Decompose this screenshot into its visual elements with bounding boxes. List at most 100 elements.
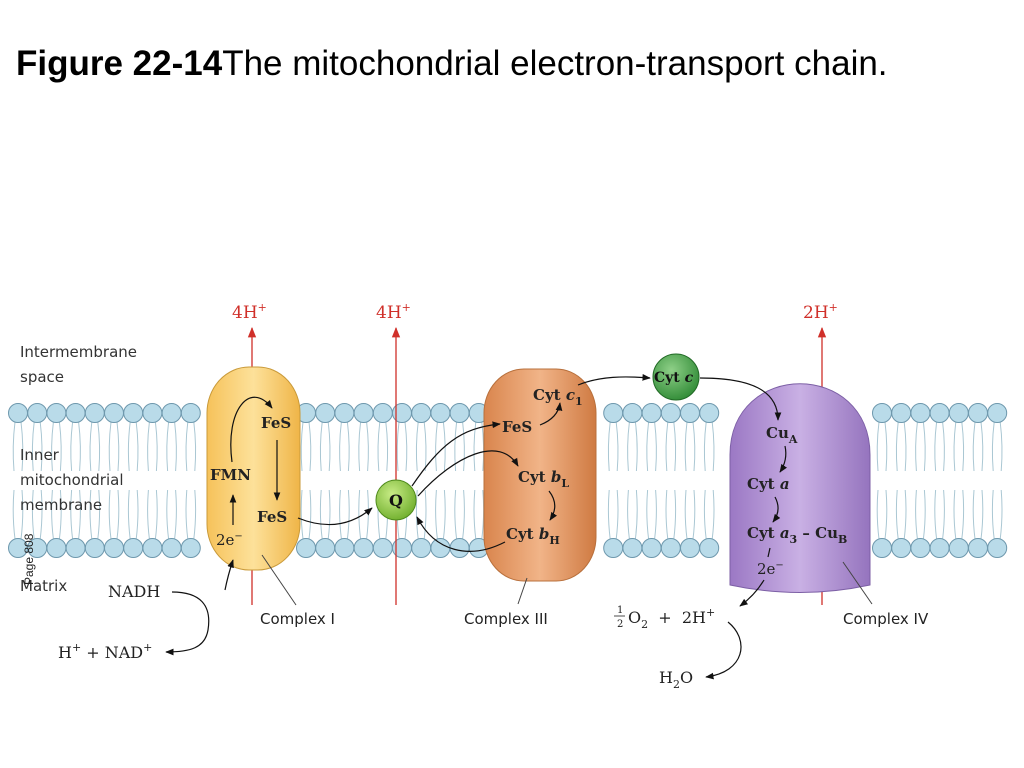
- lipid-tail: [934, 421, 938, 472]
- arrow-2e-to-oxygen: [739, 579, 765, 607]
- complex-i-label: Complex I: [260, 610, 335, 628]
- complex-iii-body: [483, 368, 597, 582]
- proton-label-q-cycle: 4H+: [376, 301, 411, 323]
- lipid-tail: [174, 489, 177, 540]
- arrow-fmn-to-fes-top: [230, 396, 273, 463]
- inner-membrane-label: Inner mitochondrial membrane: [20, 443, 124, 518]
- half-denominator: 2: [617, 619, 623, 630]
- lipid-head: [449, 403, 470, 423]
- lipid-tail: [135, 421, 139, 472]
- lipid-tail: [147, 489, 150, 540]
- lipid-tail: [895, 421, 899, 472]
- lipid-tail: [346, 421, 350, 472]
- lipid-tail: [97, 421, 101, 472]
- lipid-tail: [922, 421, 926, 472]
- lipid-tail: [634, 489, 638, 540]
- lipid-tail: [20, 421, 24, 472]
- lipid-tail: [89, 421, 93, 472]
- lipid-tail: [58, 421, 62, 472]
- lipid-head: [699, 538, 720, 558]
- cyt-c-label: Cyt c: [654, 370, 694, 386]
- lipid-head: [430, 403, 451, 423]
- lipid-tail: [646, 489, 650, 540]
- lipid-tail: [108, 421, 112, 472]
- lipid-head: [65, 538, 86, 558]
- lipid-tail: [300, 421, 304, 472]
- lipid-tail: [692, 421, 696, 472]
- lipid-tail: [135, 489, 139, 540]
- lipid-tail: [127, 421, 131, 472]
- lipid-tail: [703, 421, 707, 472]
- lipid-tail: [462, 489, 465, 540]
- lipid-head: [372, 538, 393, 558]
- lipid-tail: [703, 489, 707, 540]
- lipid-tail: [462, 421, 465, 472]
- lipid-tail: [127, 489, 131, 540]
- lipid-head: [968, 538, 988, 558]
- lipid-head: [123, 403, 144, 423]
- lipid-tail: [442, 489, 446, 540]
- lipid-head: [411, 538, 432, 558]
- callout-complex-iv: [842, 561, 873, 605]
- lipid-tail: [116, 421, 120, 472]
- cyt-c1-label: Cyt c1: [533, 386, 583, 408]
- lipid-tail: [665, 421, 669, 472]
- lipid-tail: [174, 421, 177, 472]
- lipid-tail: [481, 489, 485, 540]
- water-label: H2O: [659, 668, 693, 691]
- lipid-tail: [942, 421, 945, 472]
- lipid-tail: [385, 421, 389, 472]
- lipid-head: [27, 403, 48, 423]
- complex-i-fes-bottom: FeS: [257, 508, 287, 526]
- lipid-head: [891, 403, 912, 423]
- callout-complex-i: [261, 554, 297, 606]
- lipid-head: [104, 403, 124, 423]
- lipid-head: [334, 403, 355, 423]
- lipid-head: [872, 538, 892, 558]
- lipid-tail: [415, 489, 419, 540]
- lipid-tail: [607, 489, 611, 540]
- complex-i-fmn: FMN: [210, 466, 251, 484]
- lipid-tail: [673, 489, 677, 540]
- lipid-head: [660, 403, 681, 423]
- lipid-tail: [404, 421, 408, 472]
- lipid-tail: [415, 421, 419, 472]
- lipid-tail: [51, 489, 54, 540]
- lipid-head: [872, 403, 892, 423]
- lipid-tail: [366, 421, 369, 472]
- lipid-tail: [972, 489, 976, 540]
- lipid-tail: [185, 489, 189, 540]
- lipid-tail: [423, 489, 427, 540]
- oxygen-reaction: 1 2 O2 + 2H+: [614, 605, 715, 631]
- lipid-tail: [646, 421, 650, 472]
- arrow-cyt-bl-to-cyt-bh: [548, 490, 557, 521]
- lipid-tail: [934, 489, 938, 540]
- lipid-tail: [665, 489, 669, 540]
- lipid-tail: [942, 489, 945, 540]
- lipid-tail: [980, 489, 984, 540]
- lipid-tail: [193, 421, 197, 472]
- lipid-head: [968, 403, 988, 423]
- lipid-tail: [454, 421, 458, 472]
- lipid-tail: [319, 489, 323, 540]
- lipid-tail: [999, 489, 1003, 540]
- lipid-tail: [396, 421, 400, 472]
- lipid-tail: [627, 489, 630, 540]
- lipid-head: [353, 403, 374, 423]
- oxygen-plus-protons: O2 + 2H+: [628, 606, 715, 631]
- lipid-head: [641, 538, 662, 558]
- region-text: Inner: [20, 446, 59, 464]
- lipid-tail: [692, 489, 696, 540]
- lipid-head: [84, 403, 105, 423]
- lipid-tail: [922, 489, 926, 540]
- lipid-tail: [31, 489, 35, 540]
- lipid-tail: [358, 421, 362, 472]
- lipid-tail: [895, 489, 899, 540]
- arrow-oxygen-to-water: [705, 621, 742, 680]
- complex-iv-label: Complex IV: [843, 610, 929, 628]
- lipid-tail: [147, 421, 150, 472]
- arrow-q-to-cyt-bl: [417, 450, 519, 497]
- lipid-tail: [31, 421, 35, 472]
- lipid-tail: [154, 489, 158, 540]
